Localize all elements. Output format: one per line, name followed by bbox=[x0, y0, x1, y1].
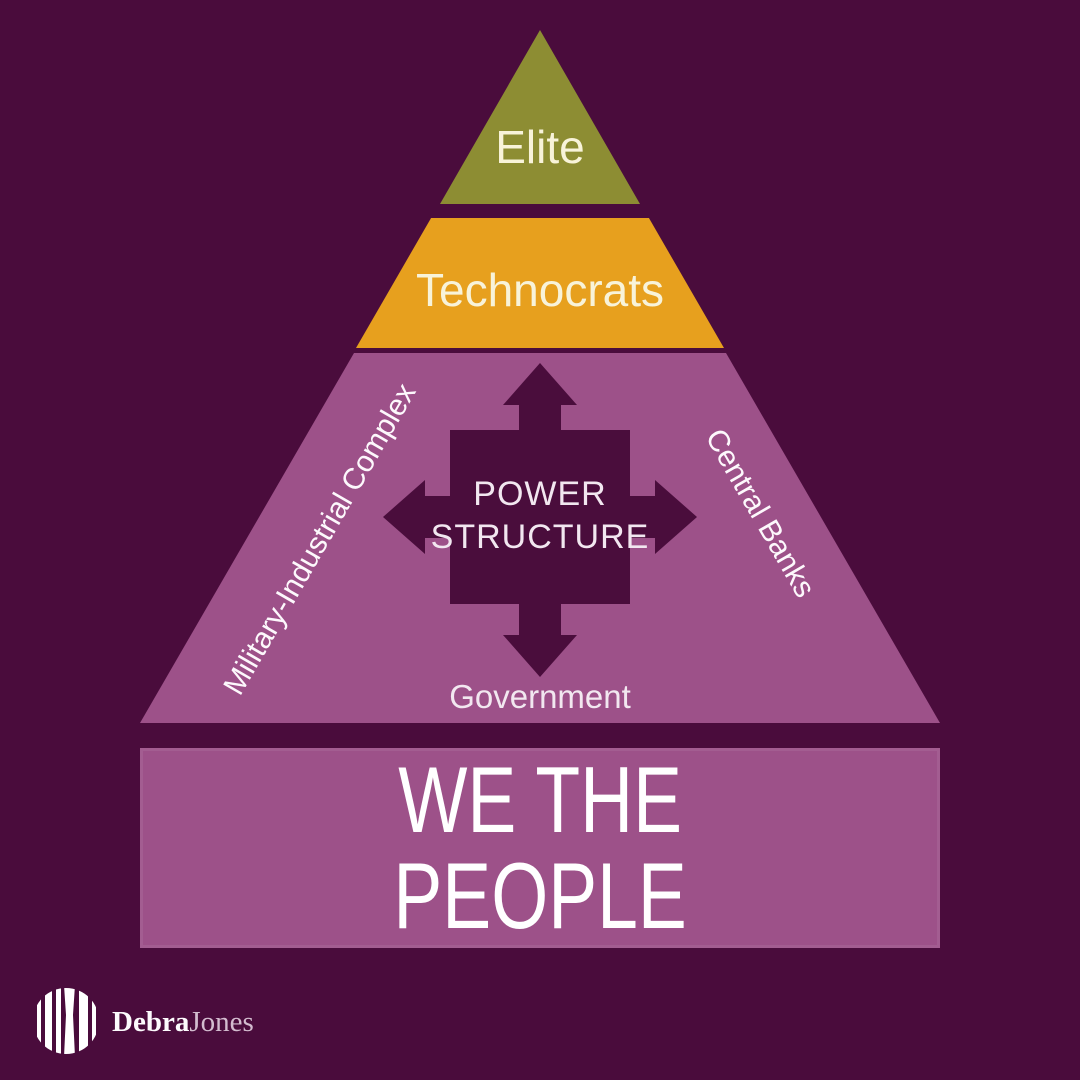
brand-name: DebraJones bbox=[112, 1006, 254, 1038]
arrow-left-icon bbox=[383, 480, 455, 554]
technocrats-label: Technocrats bbox=[415, 264, 664, 316]
brand-name-first: Debra bbox=[112, 1006, 190, 1038]
we-the-people-text: WE THE PEOPLE bbox=[393, 747, 687, 948]
arrow-down-icon bbox=[503, 602, 577, 677]
brand-name-last: Jones bbox=[189, 1006, 254, 1038]
center-square bbox=[450, 430, 630, 604]
power-structure-label: POWER STRUCTURE bbox=[430, 475, 650, 556]
arrow-up-icon bbox=[503, 363, 577, 435]
we-the-people-label: WE THE PEOPLE bbox=[140, 748, 940, 948]
birch-circle-icon bbox=[33, 988, 99, 1054]
government-label: Government bbox=[449, 678, 631, 715]
elite-triangle bbox=[440, 30, 640, 204]
we-the-people-base bbox=[140, 748, 940, 948]
elite-label: Elite bbox=[495, 121, 585, 173]
arrow-right-icon bbox=[625, 480, 697, 554]
power-structure-motif bbox=[383, 363, 697, 677]
